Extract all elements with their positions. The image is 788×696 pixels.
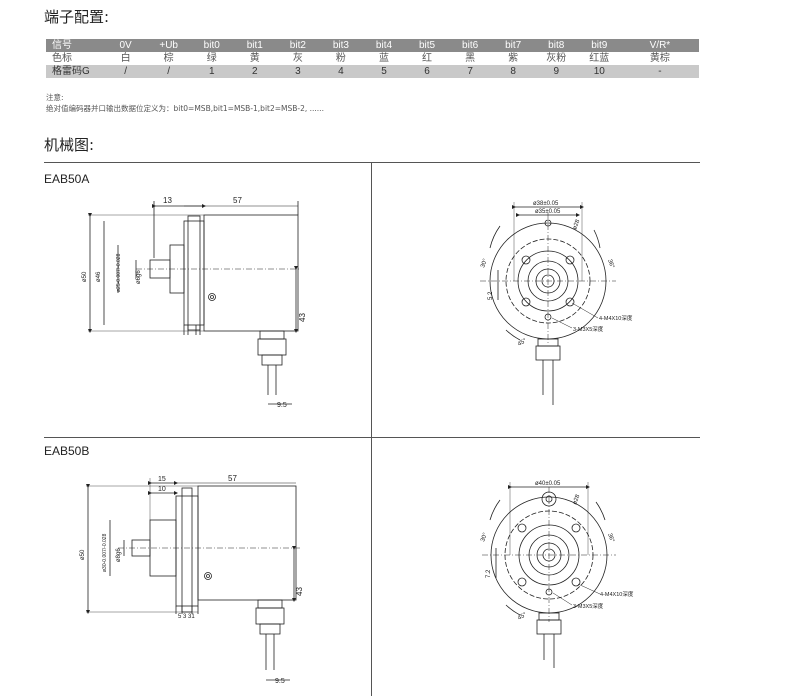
table-cell: bit3 — [319, 39, 363, 52]
table-cell: 9 — [534, 65, 578, 78]
note-text: 绝对值编码器并口输出数据位定义为：bit0=MSB,bit1=MSB-1,bit… — [46, 104, 324, 113]
dim-15: 15 — [158, 476, 166, 483]
table-cell: bit9 — [577, 39, 621, 52]
angle-45b: 45° — [517, 612, 528, 622]
angle-30b: 30° — [480, 532, 489, 543]
table-cell: 灰粉 — [534, 52, 578, 65]
angle-45: 45° — [517, 338, 528, 348]
table-cell: 10 — [577, 65, 621, 78]
dim-57b: 57 — [228, 474, 237, 483]
divider — [371, 162, 372, 696]
dim-9-5: 9.5 — [277, 402, 287, 409]
table-cell: 灰 — [276, 52, 320, 65]
dim-5-2: 5.2 — [488, 291, 494, 300]
divider — [44, 162, 700, 163]
table-cell: bit5 — [405, 39, 449, 52]
dim-d28b: ø28 — [572, 493, 581, 505]
dim-57: 57 — [233, 196, 242, 205]
hole-spec-m3: 3-M3X5深度 — [573, 325, 604, 333]
dim-d28: ø28 — [572, 218, 581, 230]
eab50b-front-view — [482, 482, 616, 668]
row-header-cell: 色标 — [46, 52, 105, 65]
table-cell: bit2 — [276, 39, 320, 52]
table-cell: - — [620, 65, 699, 78]
dim-d8: ø8g6 — [116, 548, 122, 562]
table-cell: bit7 — [491, 39, 535, 52]
table-cell: 8 — [491, 65, 535, 78]
table-cell: +Ub — [147, 39, 191, 52]
table-cell: 绿 — [190, 52, 234, 65]
table-cell: bit8 — [534, 39, 578, 52]
table-cell: 0V — [104, 39, 148, 52]
angle-36b: 36° — [606, 533, 615, 544]
table-cell: 1 — [190, 65, 234, 78]
table-cell: 棕 — [147, 52, 191, 65]
table-cell: 粉 — [319, 52, 363, 65]
table-cell: 白 — [104, 52, 148, 65]
table-cell: bit4 — [362, 39, 406, 52]
table-cell: 7 — [448, 65, 492, 78]
dim-pcd38: ø38±0.05 — [533, 201, 559, 207]
table-cell: 4 — [319, 65, 363, 78]
dim-d6: ø6g6 — [136, 270, 142, 284]
mech-section-title: 机械图: — [44, 136, 95, 154]
table-cell: 黄棕 — [620, 52, 699, 65]
eab50a-side-view — [88, 201, 300, 405]
table-cell: 蓝 — [362, 52, 406, 65]
table-row-color: 色标白棕绿黄灰粉蓝红黑紫灰粉红蓝黄棕 — [46, 52, 699, 65]
table-cell: 黑 — [448, 52, 492, 65]
hole-spec-m4b: 4-M4X10深度 — [600, 590, 634, 598]
dim-9-5b: 9.5 — [275, 678, 285, 685]
dim-d25: ø25-0.007/-0.028 — [116, 253, 122, 292]
dim-d50: ø50 — [82, 271, 88, 282]
hole-spec-m3b: 3-M3X5深度 — [573, 602, 604, 610]
table-cell: / — [104, 65, 148, 78]
dim-d50b: ø50 — [80, 549, 86, 560]
eab50b-side-view — [86, 478, 300, 681]
divider — [44, 437, 700, 438]
dim-pcd40: ø40±0.05 — [535, 481, 561, 487]
table-cell: 2 — [233, 65, 277, 78]
dim-13: 13 — [163, 196, 172, 205]
model-label-eab50b: EAB50B — [44, 444, 90, 458]
table-cell: V/R* — [620, 39, 699, 52]
table-cell: 红 — [405, 52, 449, 65]
table-cell: 紫 — [491, 52, 535, 65]
table-cell: 5 — [362, 65, 406, 78]
table-cell: bit1 — [233, 39, 277, 52]
table-cell: bit0 — [190, 39, 234, 52]
dim-43b: 43 — [295, 587, 304, 596]
table-cell: 黄 — [233, 52, 277, 65]
note-label: 注意: — [46, 93, 64, 102]
dim-d46: ø46 — [96, 271, 102, 282]
angle-30: 30° — [480, 258, 489, 269]
row-header-cell: 信号 — [46, 39, 105, 52]
dim-10: 10 — [158, 486, 166, 493]
table-cell: 6 — [405, 65, 449, 78]
dim-43: 43 — [298, 313, 307, 322]
table-cell: 3 — [276, 65, 320, 78]
angle-36: 36° — [606, 259, 615, 270]
terminal-section-title: 端子配置: — [44, 8, 110, 26]
table-cell: / — [147, 65, 191, 78]
row-header-cell: 格雷码G — [46, 65, 105, 78]
dim-bottom-ticks: 5 3 31 — [178, 614, 195, 620]
hole-spec-m4: 4-M4X10深度 — [599, 314, 633, 322]
table-cell: 红蓝 — [577, 52, 621, 65]
dim-pcd35: ø35±0.05 — [535, 209, 561, 215]
dim-7-2: 7.2 — [486, 569, 492, 578]
model-label-eab50a: EAB50A — [44, 172, 90, 186]
dim-d30: ø30-0.007/-0.028 — [102, 533, 108, 572]
table-cell: bit6 — [448, 39, 492, 52]
eab50a-front-view — [480, 202, 616, 405]
